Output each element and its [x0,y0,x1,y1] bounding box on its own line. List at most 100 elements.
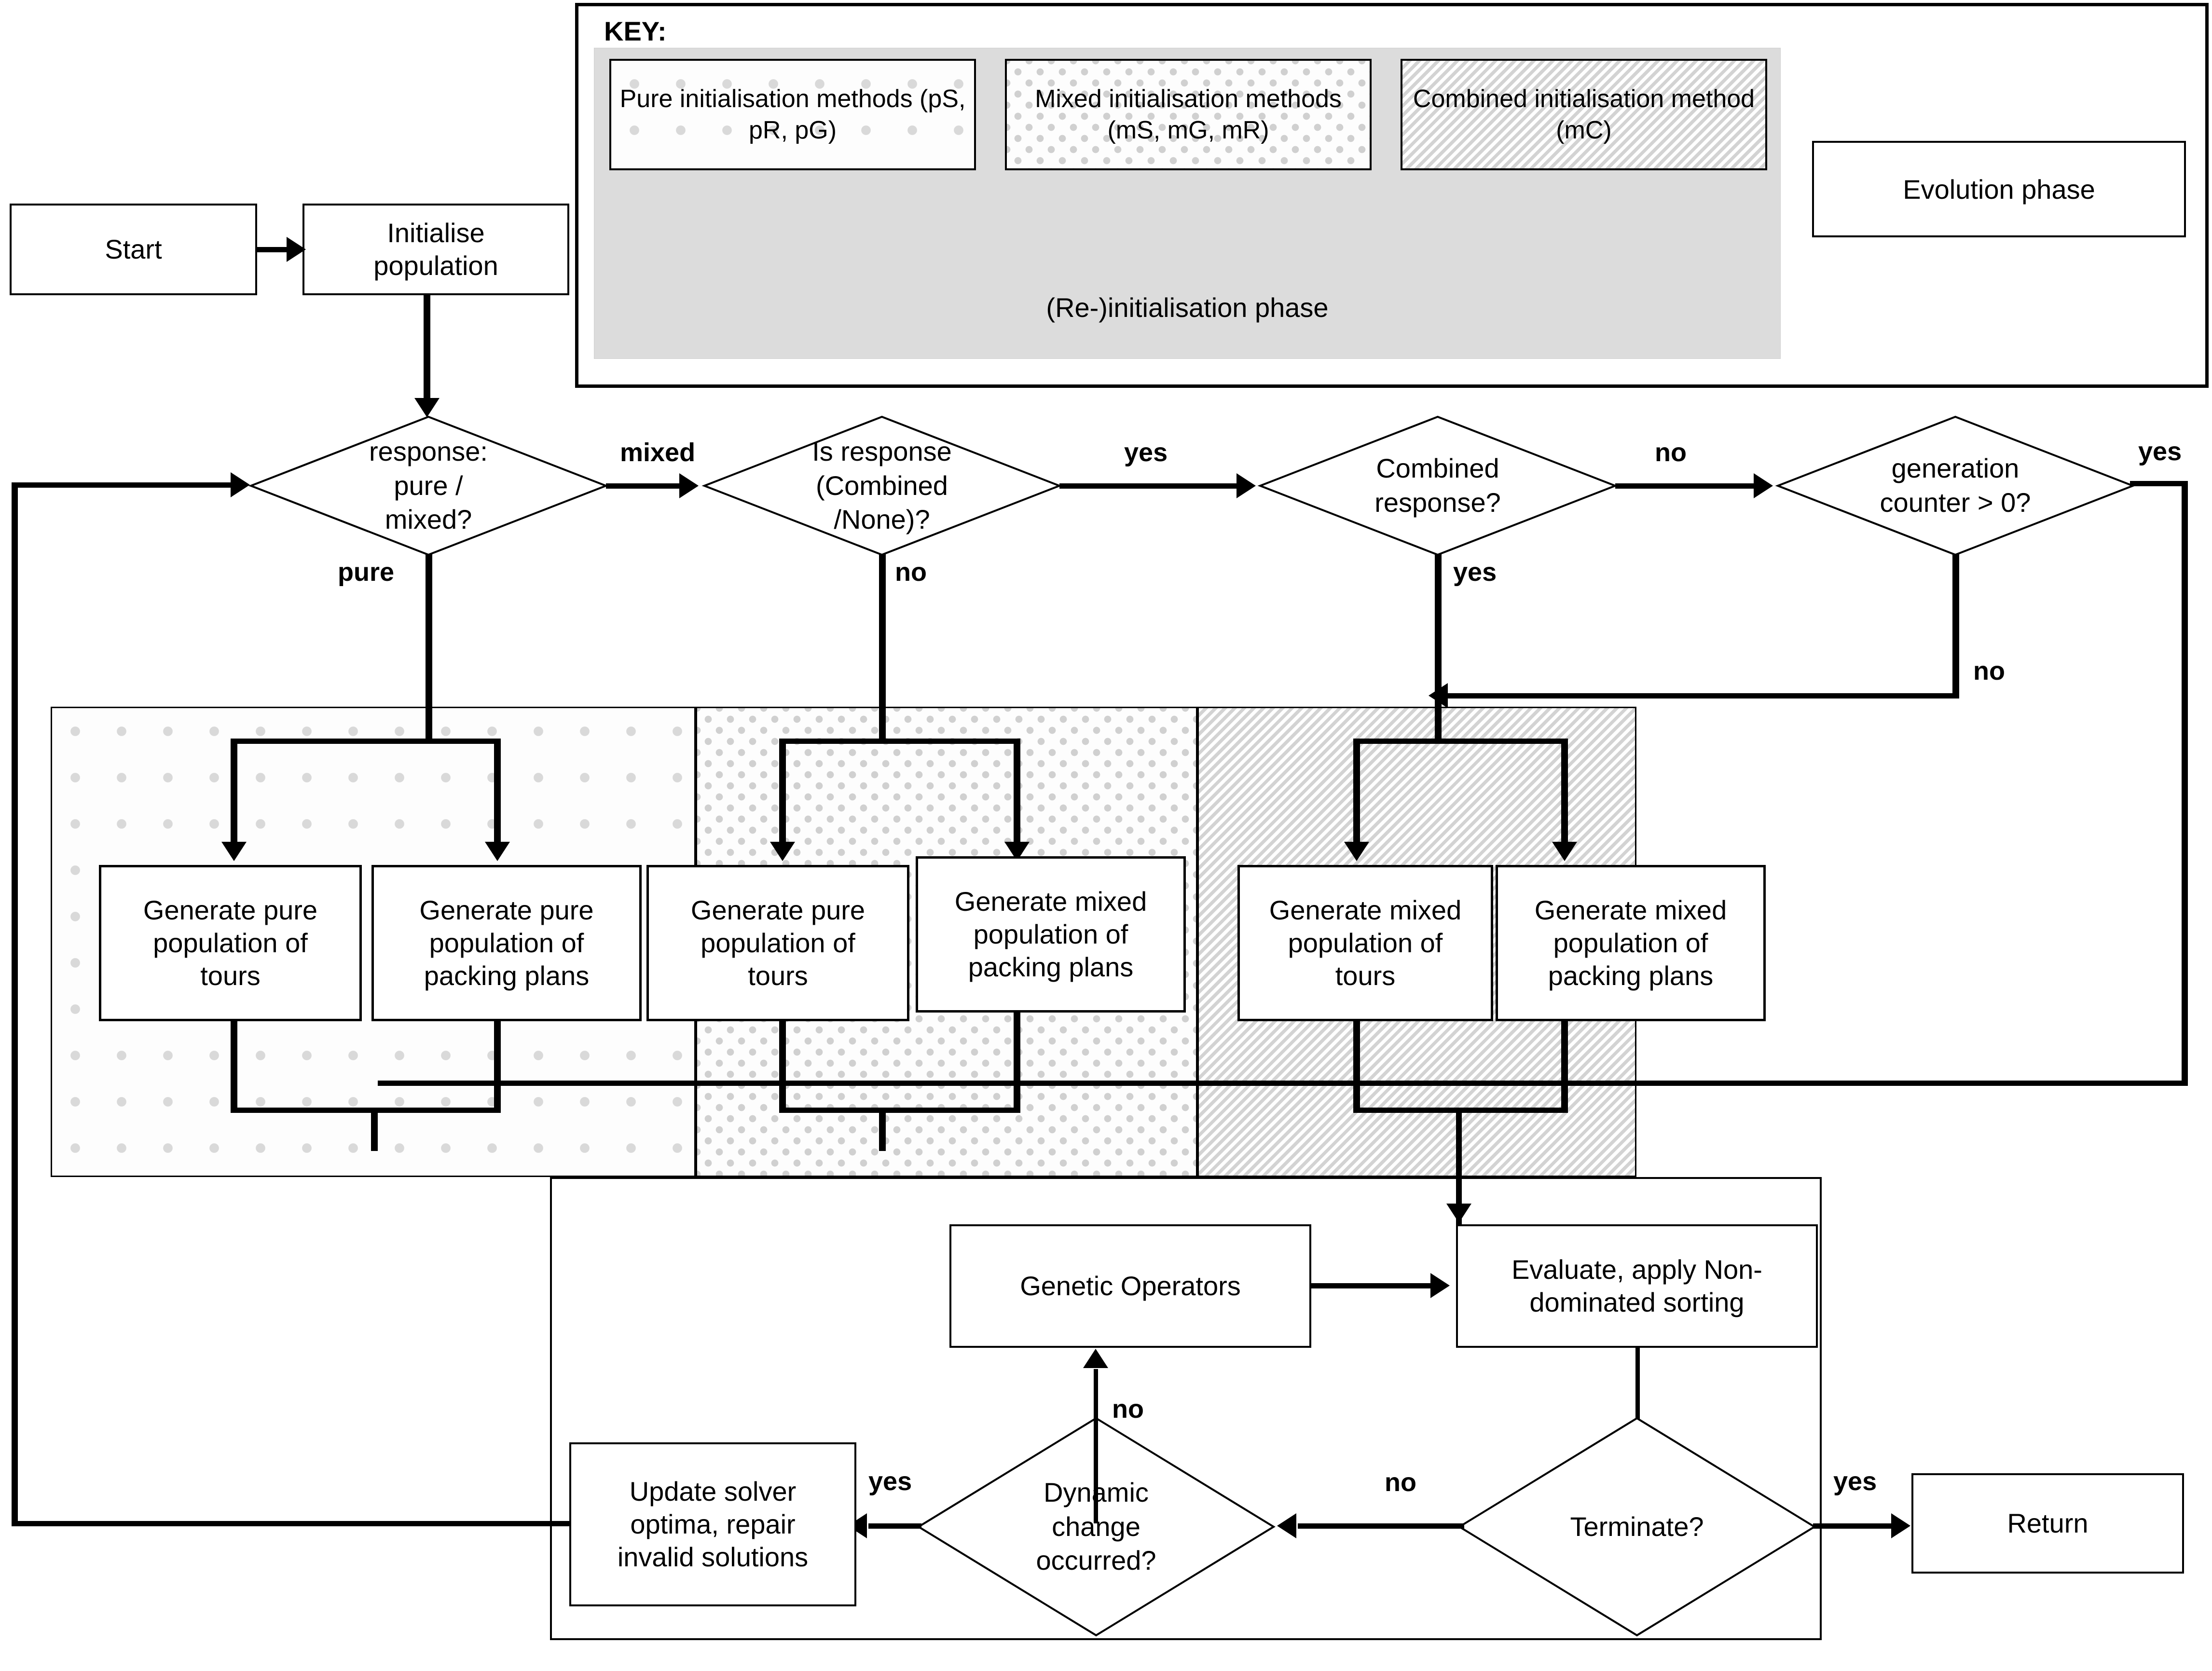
edge-gencounter-no-left [1447,693,1959,699]
edge-combinedpanel-fork-left [1353,739,1360,846]
node-generate-pure-tours[interactable]: Generate pure population of tours [99,865,362,1021]
edge-mixedpanel-fork [779,739,1020,744]
edge-mixedpanel-join-down [879,1108,886,1151]
edge-isresponse-to-combined-arrowhead [1237,473,1256,498]
edge-mixedpanel-fork-left [779,739,786,846]
edge-combined-yes-down [1435,554,1442,742]
edge-genops-to-evaluate [1311,1283,1432,1288]
decision-response-pure-mixed[interactable]: response: pure / mixed? [248,415,609,556]
edge-isresponse-no-down [879,554,886,742]
evolution-phase-region [550,1177,1822,1640]
edge-gencounter-yes-right [2130,481,2187,486]
edge-initialise-to-response [424,295,430,404]
edge-combinedpanel-fork [1353,739,1568,744]
node-generate-pure-packing-label: Generate pure population of packing plan… [419,894,594,991]
edge-terminate-no-arrowhead [1277,1513,1296,1538]
key-item-pure-label: Pure initialisation methods (pS, pR, pG) [619,85,966,144]
edge-right-loop-to-panelbottom [378,1081,2188,1086]
edge-response-pure-down [426,554,432,742]
edge-evaluate-to-terminate [1635,1348,1640,1444]
node-generate-mixed-tours-3[interactable]: Generate mixed population of tours [1237,865,1493,1021]
node-generate-pure-tours-2-label: Generate pure population of tours [690,894,866,991]
node-evaluate-nondominated-sorting[interactable]: Evaluate, apply Non- dominated sorting [1456,1224,1818,1348]
edge-mixedpanel-join-left [779,1021,786,1113]
edge-combinedpanel-fork-right [1561,739,1568,846]
decision-combined-response[interactable]: Combined response? [1257,415,1618,556]
edge-pure-right-arrowhead [485,842,510,861]
edge-leftloop-arrowhead [231,472,250,497]
edge-gencounter-no-down [1952,554,1959,699]
key-reinit-phase-label: (Re-)initialisation phase [1046,292,1329,323]
edge-combinedpanel-to-evaluate [1456,1108,1462,1227]
edge-combinedpanel-to-evaluate-arrowhead [1446,1204,1471,1223]
edge-leftloop-to-response [12,482,234,488]
edge-terminate-yes-arrowhead [1891,1513,1910,1538]
edge-mixedpanel-join-right [1014,1013,1020,1113]
edge-pure-fork [231,739,501,744]
edge-label-yes-return: yes [1833,1467,1877,1496]
edge-label-no-3: no [1973,657,2005,685]
edge-start-to-initialise [257,247,288,252]
edge-genops-to-evaluate-arrowhead [1430,1273,1450,1298]
edge-dynamic-no-up [1094,1369,1098,1523]
node-genetic-operators-label: Genetic Operators [1020,1270,1241,1301]
node-generate-pure-tours-label: Generate pure population of tours [143,894,318,991]
edge-response-to-isresponse-arrowhead [679,473,699,498]
decision-generation-counter[interactable]: generation counter > 0? [1775,415,2136,556]
edge-pure-fork-right [494,739,501,846]
decision-terminate-shape [1457,1417,1816,1637]
edge-dynamic-no-arrowhead [1083,1349,1108,1368]
edge-response-to-isresponse [606,483,681,489]
edge-label-yes-2: yes [1453,558,1497,587]
node-generate-pure-packing[interactable]: Generate pure population of packing plan… [371,865,642,1021]
edge-label-no-1: no [1655,438,1687,467]
node-generate-mixed-packing-3[interactable]: Generate mixed population of packing pla… [1496,865,1766,1021]
node-update-solver-optima[interactable]: Update solver optima, repair invalid sol… [569,1442,856,1606]
key-item-evolution-label: Evolution phase [1903,174,2095,205]
edge-label-yes-3: yes [2138,437,2182,466]
key-item-mixed: Mixed initialisation methods (mS, mG, mR… [1005,59,1372,170]
decision-dynamic-change[interactable]: Dynamic change occurred? [917,1417,1276,1637]
decision-dynamic-change-label: Dynamic change occurred? [1036,1477,1156,1576]
edge-pure-join-right [494,1021,501,1113]
node-start[interactable]: Start [10,204,257,295]
edge-terminate-no-to-dynamic [1298,1523,1464,1529]
node-initialise-population[interactable]: Initialise population [302,204,569,295]
node-return[interactable]: Return [1911,1473,2184,1574]
edge-leftloop-vertical [12,482,18,1526]
edge-label-no-terminate: no [1385,1468,1416,1497]
key-item-combined-label: Combined initialisation method (mC) [1413,85,1755,144]
node-generate-pure-tours-2[interactable]: Generate pure population of tours [646,865,909,1021]
edge-initialise-to-response-arrowhead [414,398,440,417]
decision-terminate[interactable]: Terminate? [1457,1417,1816,1637]
edge-pure-join-down [371,1108,378,1151]
node-generate-mixed-tours-3-label: Generate mixed population of tours [1269,894,1462,991]
node-update-solver-optima-label: Update solver optima, repair invalid sol… [617,1476,809,1573]
edge-terminate-yes-to-return [1813,1523,1893,1529]
node-genetic-operators[interactable]: Genetic Operators [949,1224,1311,1348]
node-initialise-population-label: Initialise population [373,217,498,281]
edge-label-no-2: no [895,558,927,587]
decision-terminate-label: Terminate? [1570,1511,1704,1542]
edge-combinedpanel-join-right [1561,1021,1568,1113]
node-generate-mixed-packing-3-label: Generate mixed population of packing pla… [1534,894,1727,991]
node-generate-mixed-packing-2[interactable]: Generate mixed population of packing pla… [916,856,1186,1013]
decision-generation-counter-label: generation counter > 0? [1880,453,2031,518]
decision-combined-response-label: Combined response? [1374,453,1501,518]
edge-pure-join-left [231,1021,237,1113]
edge-combined-to-gencounter [1615,483,1755,489]
edge-combinedpanel-right-arrowhead [1552,842,1577,861]
edge-label-pure: pure [338,558,395,587]
node-evaluate-nondominated-sorting-label: Evaluate, apply Non- dominated sorting [1511,1254,1762,1317]
edge-gencounter-no-arrowhead [1429,683,1448,708]
edge-pure-fork-left [231,739,237,846]
decision-is-response-combined-none[interactable]: Is response (Combined /None)? [701,415,1062,556]
node-start-label: Start [105,233,162,264]
key-title: KEY: [604,16,667,46]
edge-mixedpanel-join-bar [779,1108,1020,1113]
edge-gencounter-yes-down [2182,481,2188,1086]
edge-pure-join-bar [231,1108,501,1113]
edge-start-to-initialise-arrowhead [287,237,306,262]
decision-dynamic-change-shape [917,1417,1276,1637]
